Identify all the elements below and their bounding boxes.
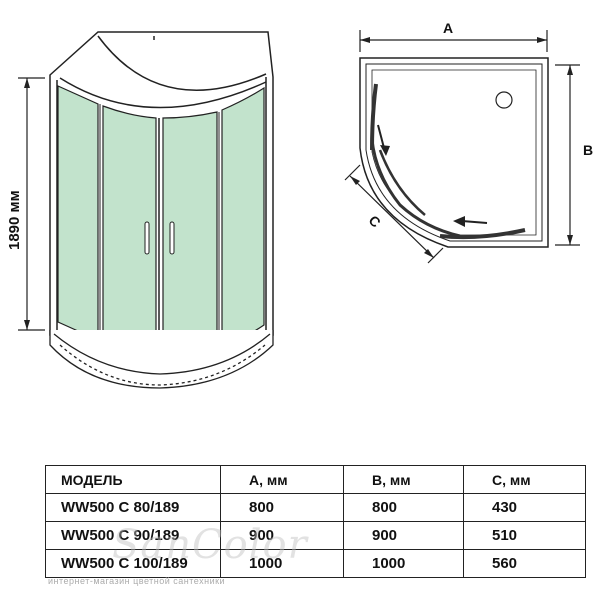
cell-model: WW500 C 80/189 [45,493,221,522]
label-a: A [443,20,453,36]
cell-c: 560 [463,549,586,578]
cell-a: 1000 [220,549,344,578]
watermark-logo: SanColor [112,522,308,568]
front-view: 1890 мм [6,31,274,389]
table-row: WW500 C 90/189 900 900 510 [45,521,586,550]
dimension-a [359,30,548,52]
cell-c: 510 [463,521,586,550]
door-handle-left [144,221,150,255]
header-a: A, мм [220,465,344,494]
cell-a: 800 [220,493,344,522]
cell-b: 1000 [343,549,464,578]
cell-b: 900 [343,521,464,550]
sliding-doors [370,83,526,240]
dimension-b [555,64,580,246]
table-row: WW500 C 80/189 800 800 430 [45,493,586,522]
tray-outline [359,57,549,248]
glass-panel-left [57,85,99,341]
height-dimension [18,77,45,331]
dimension-c [344,164,444,264]
table-header-row: МОДЕЛЬ A, мм B, мм C, мм [45,465,586,494]
table-row: WW500 C 100/189 1000 1000 560 [45,549,586,578]
shower-cabin-drawings: 1890 мм [6,20,593,389]
height-label: 1890 мм [6,190,23,250]
door-opening-arrows [377,124,488,227]
door-handles [144,221,175,255]
cell-b: 800 [343,493,464,522]
cell-c: 430 [463,493,586,522]
cell-model: WW500 C 90/189 [45,521,221,550]
plan-view: A B C [344,20,593,264]
header-b: B, мм [343,465,464,494]
label-b: B [583,142,593,158]
glass-panel-right [221,86,265,346]
header-c: C, мм [463,465,586,494]
header-model: МОДЕЛЬ [45,465,221,494]
glass-panels [57,85,265,357]
drain-icon [495,91,513,109]
arrow-down-icon [380,145,390,156]
spec-table: МОДЕЛЬ A, мм B, мм C, мм WW500 C 80/189 … [45,465,586,578]
label-c: C [365,212,383,230]
arrow-left-icon [453,216,465,227]
cell-model: WW500 C 100/189 [45,549,221,578]
door-handle-right [169,221,175,255]
watermark-tagline: интернет-магазин цветной сантехники [48,576,226,586]
shower-tray [49,330,274,389]
